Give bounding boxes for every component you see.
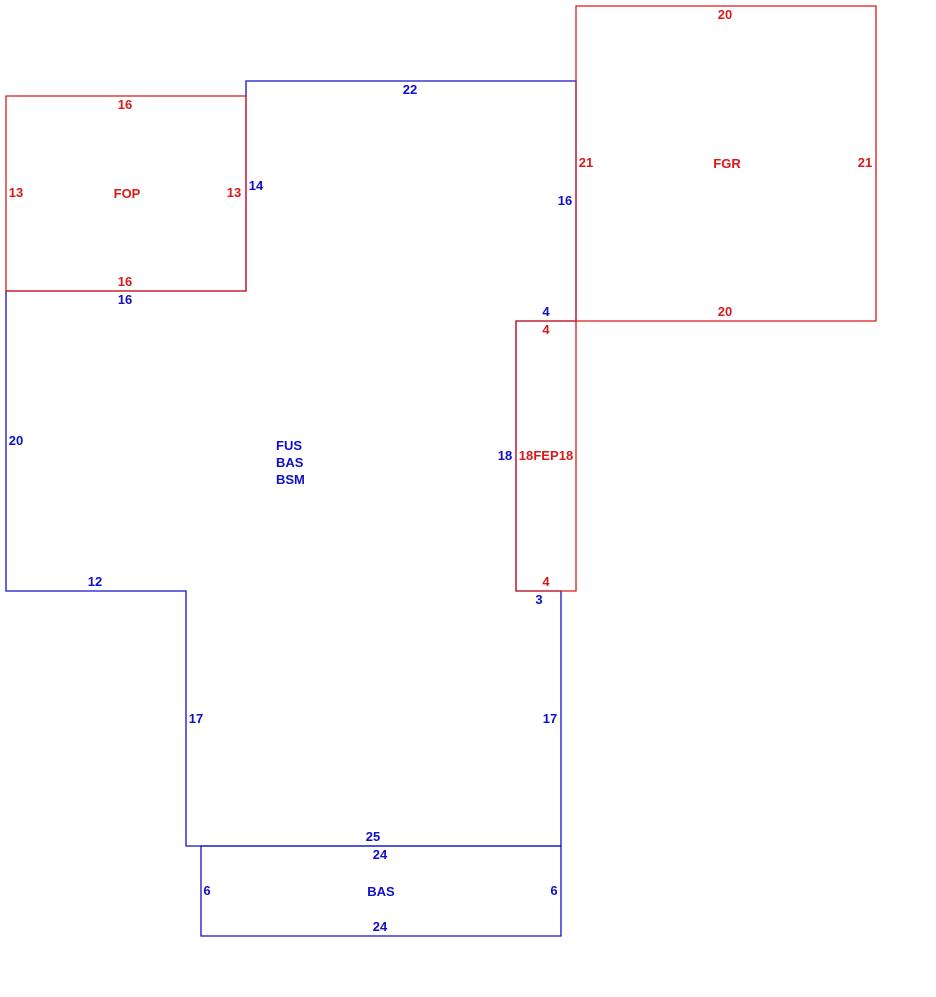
basement-dim-right: 6 bbox=[550, 883, 557, 898]
enclosed-porch-dim-bottom: 4 bbox=[542, 574, 550, 589]
enclosed-porch-dim-top: 4 bbox=[542, 322, 550, 337]
main-dim-left-lower: 17 bbox=[189, 711, 203, 726]
main-area-code-3: BSM bbox=[276, 472, 305, 487]
main-area-code-1: FUS bbox=[276, 438, 302, 453]
main-dim-left-step: 12 bbox=[88, 574, 102, 589]
porch-code: FOP bbox=[114, 186, 141, 201]
main-dim-right-lower: 17 bbox=[543, 711, 557, 726]
enclosed-porch-dim-right: 18 bbox=[559, 448, 573, 463]
main-area-code-2: BAS bbox=[276, 455, 304, 470]
enclosed-porch-dim-left: 18 bbox=[519, 448, 533, 463]
basement-dim-left: 6 bbox=[203, 883, 210, 898]
garage-dim-top: 20 bbox=[718, 7, 732, 22]
garage-dim-bottom: 20 bbox=[718, 304, 732, 319]
basement-dim-bottom: 24 bbox=[373, 919, 388, 934]
basement-dim-top: 24 bbox=[373, 847, 388, 862]
garage-dim-right: 21 bbox=[858, 155, 872, 170]
garage-code: FGR bbox=[713, 156, 741, 171]
main-dim-left-top: 16 bbox=[118, 292, 132, 307]
basement-addon-outline bbox=[200, 845, 562, 937]
garage-dim-left: 21 bbox=[579, 155, 593, 170]
main-dim-bottom: 25 bbox=[366, 829, 380, 844]
porch-dim-right: 13 bbox=[227, 185, 241, 200]
porch-dim-left: 13 bbox=[9, 185, 23, 200]
main-dim-left: 20 bbox=[9, 433, 23, 448]
main-dim-top-step: 14 bbox=[249, 178, 264, 193]
porch-dim-top: 16 bbox=[118, 97, 132, 112]
basement-addon-code: BAS bbox=[367, 884, 395, 899]
enclosed-porch-outline bbox=[515, 320, 577, 592]
porch-outline bbox=[5, 95, 247, 292]
garage-outline bbox=[575, 5, 877, 322]
main-dim-right-mid: 18 bbox=[498, 448, 512, 463]
main-dim-right-upper: 16 bbox=[558, 193, 572, 208]
main-dim-right-notch-bottom: 3 bbox=[535, 592, 542, 607]
main-dim-top: 22 bbox=[403, 82, 417, 97]
main-dim-right-notch: 4 bbox=[542, 304, 550, 319]
enclosed-porch-code: FEP bbox=[533, 448, 559, 463]
porch-dim-bottom: 16 bbox=[118, 274, 132, 289]
